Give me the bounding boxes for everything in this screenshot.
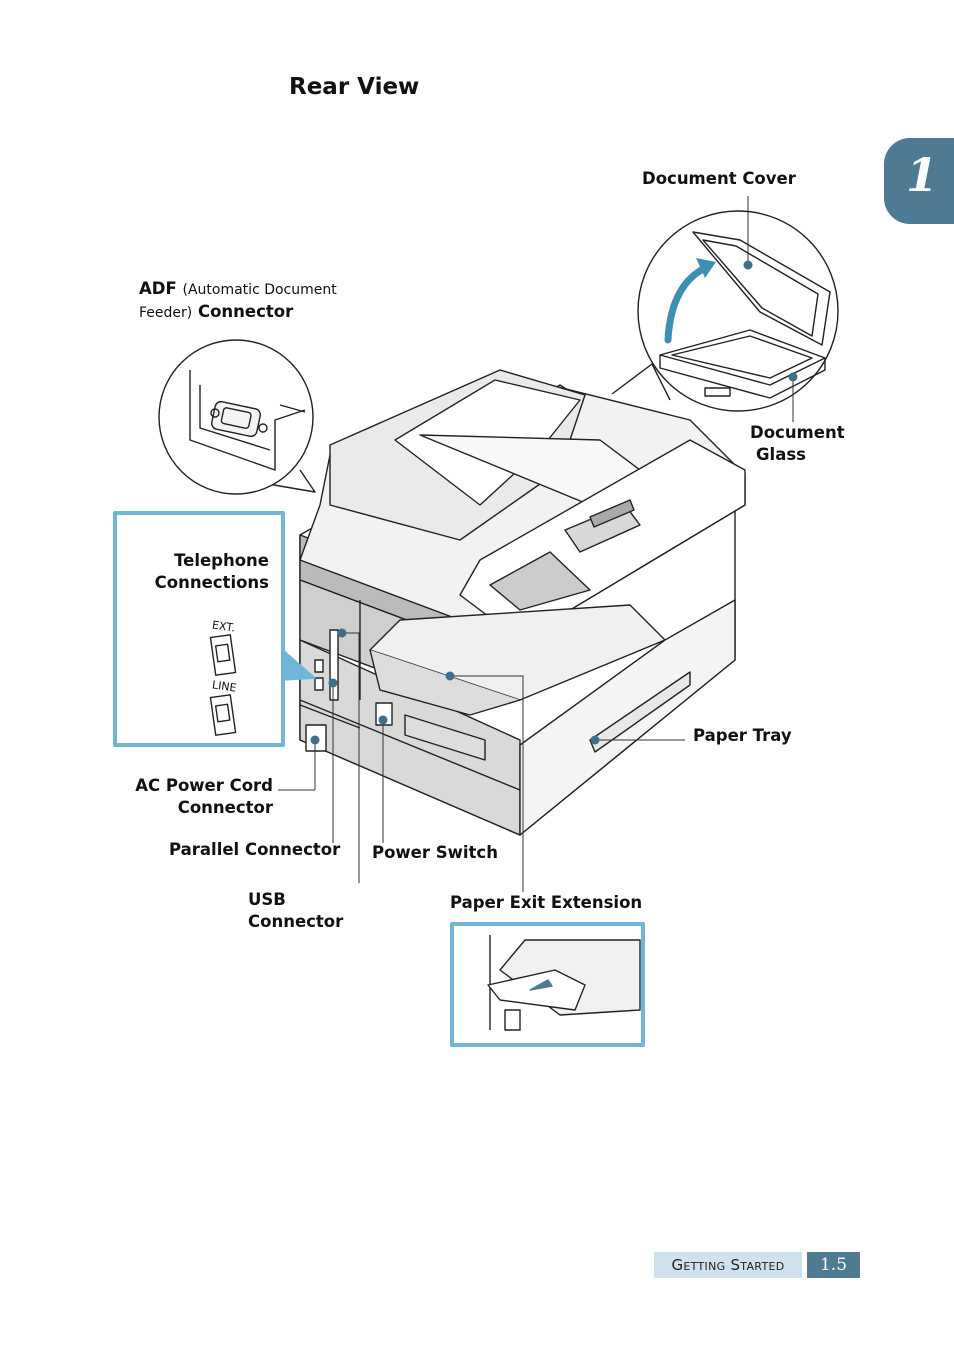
ac-power-cord-label: AC Power Cord Connector [135, 776, 273, 817]
footer-page-number: 1.5 [807, 1252, 860, 1278]
paper-tray-label: Paper Tray [693, 726, 792, 745]
paper-exit-extension-label: Paper Exit Extension [450, 893, 643, 912]
chapter-tab [884, 138, 954, 224]
adf-connector-label: ADF (Automatic Document Feeder) Connecto… [139, 279, 337, 321]
usb-connector-label: USB Connector [248, 890, 344, 931]
power-switch-label: Power Switch [372, 843, 498, 862]
open-cover-arrow-icon [664, 264, 709, 344]
parallel-connector-label: Parallel Connector [169, 840, 341, 859]
telephone-connections-label: Telephone Connections [154, 551, 269, 592]
telephone-connections-box [113, 511, 285, 747]
document-cover-label: Document Cover [642, 169, 796, 188]
footer-section-name: Getting Started [654, 1252, 802, 1278]
document-glass-label: Document Glass [750, 423, 845, 464]
page-title: Rear View [289, 74, 420, 100]
chapter-number: 1 [905, 148, 938, 202]
